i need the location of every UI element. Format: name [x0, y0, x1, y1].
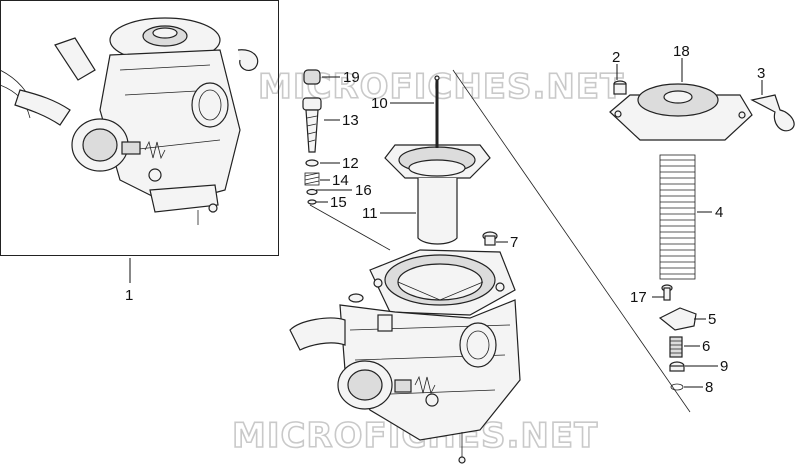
- callout-5: 5: [708, 311, 716, 328]
- callout-8: 8: [705, 379, 713, 396]
- callout-16: 16: [355, 182, 372, 199]
- callout-7: 7: [510, 234, 518, 251]
- spring-4: [659, 154, 696, 280]
- callout-15: 15: [330, 194, 347, 211]
- part-8-ring: [670, 383, 684, 391]
- callout-13: 13: [342, 112, 359, 129]
- callout-12: 12: [342, 155, 359, 172]
- callout-3: 3: [757, 65, 765, 82]
- callout-17: 17: [630, 289, 647, 306]
- slide-piston: [384, 75, 491, 245]
- callout-10: 10: [371, 95, 388, 112]
- callout-6: 6: [702, 338, 710, 355]
- callout-11: 11: [362, 205, 378, 222]
- part-7-screw: [482, 231, 498, 246]
- jet-stack: [302, 69, 322, 205]
- callout-1: 1: [125, 287, 133, 304]
- callout-19: 19: [343, 69, 360, 86]
- callout-14: 14: [332, 172, 349, 189]
- leader-lines: [316, 58, 763, 388]
- vacuum-cap: [609, 83, 753, 141]
- part-6-spring: [669, 336, 683, 358]
- part-3-clip: [750, 94, 795, 132]
- guide-line: [452, 69, 691, 413]
- callout-9: 9: [720, 358, 728, 375]
- part-5-bracket: [658, 307, 697, 331]
- assembled-carburetor-inset: [0, 0, 279, 256]
- part-9-washer: [669, 361, 685, 372]
- guide-line-2: [309, 204, 391, 251]
- part-2-screw: [613, 80, 627, 95]
- carburetor-body: [289, 249, 521, 464]
- part-17-screw: [661, 284, 673, 301]
- callout-18: 18: [673, 43, 690, 60]
- callout-4: 4: [715, 204, 723, 221]
- callout-2: 2: [612, 49, 620, 66]
